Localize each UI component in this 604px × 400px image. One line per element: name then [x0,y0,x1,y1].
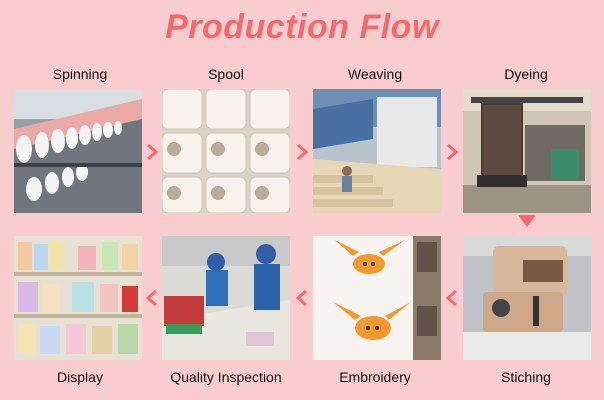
arrow-down-icon [518,215,536,227]
spool-photo [162,89,290,213]
step-label-dyeing: Dyeing [504,66,548,82]
display-photo [14,236,142,360]
step-label-embroidery: Embroidery [339,369,411,385]
dyeing-photo [463,89,591,213]
arrow-left-icon [446,289,458,307]
weaving-photo [313,89,441,213]
step-label-spool: Spool [208,66,244,82]
step-label-weaving: Weaving [347,66,403,82]
spinning-photo [14,89,142,213]
step-label-spinning: Spinning [52,66,108,82]
stiching-photo [463,236,591,360]
step-label-display: Display [57,369,103,385]
page-title: Production Flow [165,8,439,46]
arrow-left-icon [146,289,158,307]
arrow-right-icon [296,143,308,161]
arrow-right-icon [146,143,158,161]
step-label-stiching: Stiching [501,369,551,385]
arrow-right-icon [446,143,458,161]
embroidery-photo [313,236,441,360]
arrow-left-icon [296,289,308,307]
quality-inspection-photo [162,236,290,360]
step-label-quality-inspection: Quality Inspection [170,369,282,385]
